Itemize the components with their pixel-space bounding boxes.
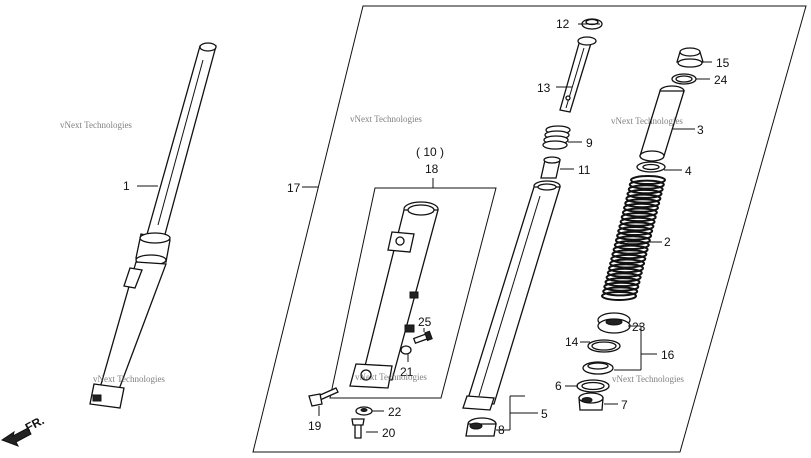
bolt-25 (412, 330, 433, 345)
watermarks: vNext Technologies vNext Technologies vN… (60, 114, 684, 384)
spring-coil (628, 179, 665, 190)
spring-coil (626, 188, 663, 199)
callout-labels: 1 2 3 4 5 6 7 8 9 ( 10 ) 11 12 13 14 15 … (123, 17, 730, 440)
spring-coil (623, 202, 659, 213)
callout-10: ( 10 ) (416, 145, 444, 159)
watermark-2: vNext Technologies (350, 114, 422, 124)
callout-14: 14 (565, 335, 579, 349)
spring-coil (612, 244, 649, 255)
stopper-ring-14 (587, 339, 621, 353)
callout-19: 19 (308, 419, 322, 433)
spring-coil (625, 193, 662, 204)
callout-13: 13 (537, 81, 551, 95)
callout-5: 5 (541, 407, 548, 421)
leader-lines (137, 23, 712, 433)
callout-20: 20 (382, 426, 396, 440)
drain-bolt-20 (351, 418, 365, 439)
spring-coil (601, 291, 637, 301)
sealing-washer-22 (355, 406, 373, 416)
spring-coil (610, 253, 647, 264)
callout-23: 23 (632, 320, 646, 334)
socket-bolt-19 (308, 387, 339, 407)
callout-11: 11 (578, 163, 591, 177)
spring-coil (630, 175, 666, 185)
watermark-6: vNext Technologies (612, 374, 684, 384)
spring-coil (605, 272, 642, 283)
damper-rod-13 (559, 36, 597, 113)
front-direction-indicator: FR. (0, 413, 46, 447)
callout-7: 7 (621, 398, 628, 412)
watermark-4: vNext Technologies (93, 374, 165, 384)
callout-8: 8 (498, 423, 505, 437)
spring-coil (624, 198, 661, 209)
fork-pipe-5 (462, 180, 561, 411)
spring-coil (604, 277, 641, 288)
spring-coil (606, 267, 643, 278)
callout-15: 15 (716, 56, 730, 70)
callout-4: 4 (685, 164, 692, 178)
callout-3: 3 (697, 123, 704, 137)
backup-ring-6 (576, 379, 610, 393)
spring-seat-4 (636, 161, 666, 173)
callout-17: 17 (287, 181, 301, 195)
callout-2: 2 (664, 235, 671, 249)
spring-collar-3 (639, 85, 685, 162)
callout-6: 6 (555, 379, 562, 393)
callout-9: 9 (586, 136, 593, 150)
fork-spring-2 (601, 175, 666, 301)
spring-coil (602, 286, 639, 297)
spring-coil (614, 235, 651, 246)
fork-bolt-15 (676, 47, 704, 68)
guide-bushing-7 (578, 392, 604, 411)
spring-coil (618, 221, 655, 232)
spring-coil (616, 230, 653, 241)
o-ring-24 (671, 73, 697, 85)
fork-slider-18 (349, 201, 439, 389)
fork-assembly-1 (89, 42, 217, 409)
callout-22: 22 (388, 405, 402, 419)
spring-coil (609, 258, 646, 269)
callout-1: 1 (123, 179, 130, 193)
callout-21: 21 (400, 365, 414, 379)
watermark-3: vNext Technologies (611, 116, 683, 126)
spring-coil (613, 240, 650, 250)
rebound-spring-9 (542, 125, 571, 150)
spring-coil (603, 281, 640, 292)
spring-coil (619, 216, 656, 227)
oil-lock-piece-11 (540, 156, 561, 179)
spring-coil (621, 207, 658, 218)
slide-bushing-8 (465, 417, 497, 437)
assembly-frame-17 (252, 5, 807, 453)
watermark-5: vNext Technologies (355, 372, 427, 382)
callout-25: 25 (418, 315, 432, 329)
watermark-1: vNext Technologies (60, 120, 132, 130)
spring-coil (617, 226, 654, 236)
spring-coil (620, 212, 657, 223)
dust-seal-16 (582, 361, 614, 375)
callout-24: 24 (714, 73, 728, 87)
spring-coil (627, 184, 664, 195)
slider-frame-18 (329, 187, 497, 399)
spring-coil (608, 263, 644, 274)
front-arrow-icon (0, 427, 32, 447)
spring-coil (611, 249, 648, 260)
callout-16: 16 (661, 348, 675, 362)
callout-18: 18 (425, 162, 439, 176)
callout-12: 12 (556, 17, 570, 31)
washer-21 (400, 345, 412, 355)
oil-seal-23 (597, 312, 631, 334)
